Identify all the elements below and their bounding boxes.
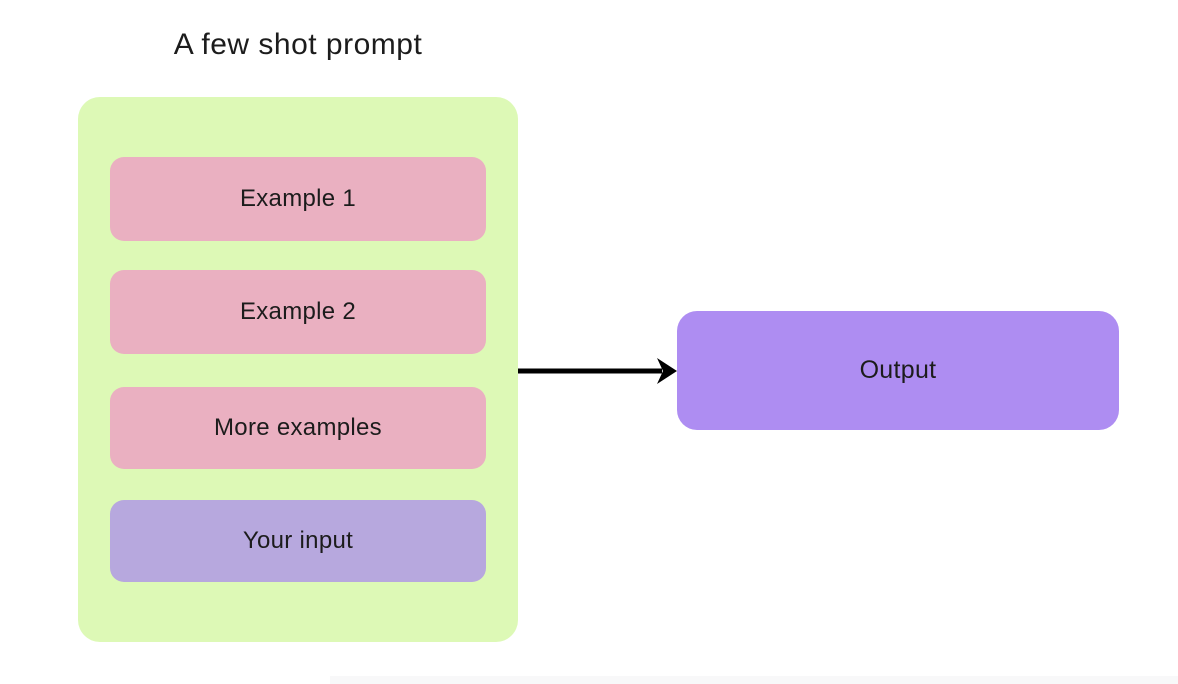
- example-2-label: Example 2: [239, 298, 357, 325]
- example-1-label: Example 1: [239, 185, 357, 212]
- diagram-title: A few shot prompt: [173, 28, 423, 61]
- right-arrow-icon: [518, 358, 677, 384]
- more-examples-node: More examples: [110, 387, 486, 469]
- footer-strip: [330, 676, 1178, 684]
- more-examples-label: More examples: [214, 414, 382, 441]
- example-2-node: Example 2: [110, 270, 486, 354]
- output-label: Output: [859, 356, 937, 384]
- example-1-node: Example 1: [110, 157, 486, 241]
- output-node: Output: [677, 311, 1119, 430]
- flow-arrow: [518, 351, 677, 391]
- your-input-node: Your input: [110, 500, 486, 582]
- few-shot-prompt-group: Example 1 Example 2 More examples Your i…: [78, 97, 518, 642]
- your-input-label: Your input: [242, 527, 354, 554]
